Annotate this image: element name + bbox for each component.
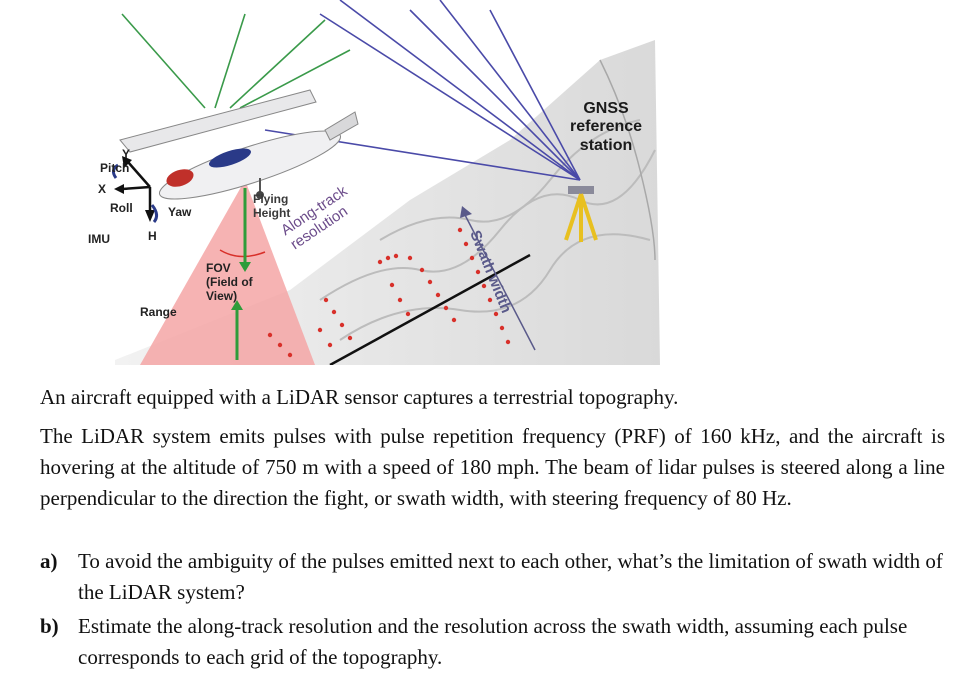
question-b-label: b) — [40, 614, 59, 638]
imu-label: IMU — [88, 232, 110, 246]
imu-axes — [111, 156, 159, 223]
problem-paragraph: The LiDAR system emits pulses with pulse… — [40, 424, 945, 510]
swath-width-arrow — [464, 214, 536, 351]
fov-cone — [140, 180, 315, 365]
yaw-label: Yaw — [168, 205, 192, 219]
y-axis-label: Y — [122, 147, 131, 161]
fov-label-line1: FOV — [206, 261, 231, 275]
question-b: b) Estimate the along-track resolution a… — [40, 611, 945, 673]
question-a: a) To avoid the ambiguity of the pulses … — [40, 546, 945, 608]
h-axis-label: H — [148, 229, 157, 243]
gnss-reference-station-label: GNSS reference station — [570, 100, 642, 155]
along-track-line — [329, 253, 531, 365]
question-a-label: a) — [40, 549, 58, 573]
question-b-text: Estimate the along-track resolution and … — [78, 614, 908, 669]
roll-label: Roll — [110, 201, 133, 215]
terrain — [115, 40, 660, 365]
gnss-label-line1: GNSS — [583, 100, 629, 117]
scan-points — [267, 227, 511, 358]
range-label: Range — [140, 305, 177, 319]
fov-label: FOV (Field of View) — [206, 261, 253, 303]
flying-height-label: Flying Height — [253, 192, 291, 221]
fov-label-line2: (Field of — [206, 274, 253, 289]
question-a-text: To avoid the ambiguity of the pulses emi… — [78, 549, 943, 604]
pitch-label: Pitch — [100, 161, 130, 175]
flying-height-line1: Flying — [253, 192, 289, 206]
gnss-label-line2: reference — [570, 118, 643, 136]
gnss-station — [564, 186, 598, 242]
x-axis-label: X — [98, 182, 107, 196]
intro-text: An aircraft equipped with a LiDAR sensor… — [40, 385, 679, 409]
fov-label-line3: View) — [206, 288, 238, 303]
gnss-label-line3: station — [579, 136, 633, 154]
lidar-diagram: Pitch Y X Roll Yaw IMU H Range FOV (Fiel… — [80, 0, 660, 365]
flying-height-line2: Height — [253, 205, 291, 220]
aircraft — [119, 89, 359, 200]
diagram-graphic — [111, 0, 660, 365]
